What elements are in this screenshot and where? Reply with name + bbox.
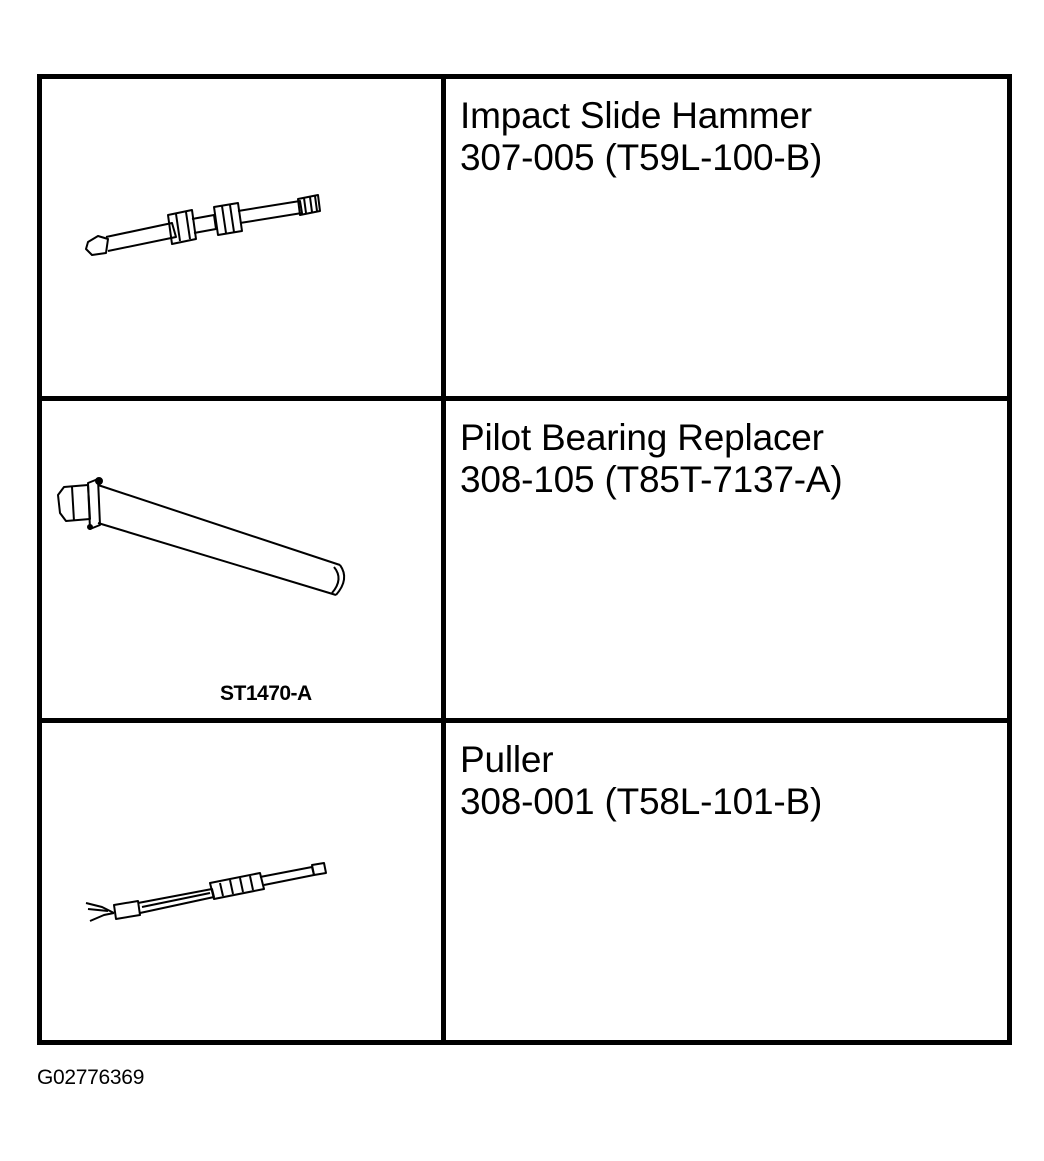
- tool-number: 308-105 (T85T-7137-A): [460, 459, 843, 500]
- puller-illustration-icon: [85, 862, 327, 922]
- tool-number: 308-001 (T58L-101-B): [460, 781, 823, 822]
- figure-id: G02776369: [37, 1066, 145, 1089]
- tool-row-puller: Puller 308-001 (T58L-101-B): [37, 718, 1012, 1045]
- tool-illustration-cell: [37, 718, 446, 1045]
- tool-description-cell: Pilot Bearing Replacer 308-105 (T85T-713…: [441, 396, 1012, 723]
- tool-illustration-cell: ST1470-A: [37, 396, 446, 723]
- tool-name: Impact Slide Hammer: [460, 95, 812, 136]
- bearing-replacer-illustration-icon: [57, 477, 346, 596]
- tool-illustration-cell: [37, 74, 446, 401]
- tool-name: Puller: [460, 739, 554, 780]
- tool-number: 307-005 (T59L-100-B): [460, 137, 823, 178]
- tool-row-slide-hammer: Impact Slide Hammer 307-005 (T59L-100-B): [37, 74, 1012, 401]
- tool-name: Pilot Bearing Replacer: [460, 417, 824, 458]
- illustration-label: ST1470-A: [220, 682, 312, 705]
- special-tools-table: Impact Slide Hammer 307-005 (T59L-100-B): [37, 74, 1012, 1045]
- tool-row-bearing-replacer: ST1470-A Pilot Bearing Replacer 308-105 …: [37, 396, 1012, 723]
- tool-description-cell: Impact Slide Hammer 307-005 (T59L-100-B): [441, 74, 1012, 401]
- slide-hammer-illustration-icon: [85, 194, 321, 256]
- tool-description-cell: Puller 308-001 (T58L-101-B): [441, 718, 1012, 1045]
